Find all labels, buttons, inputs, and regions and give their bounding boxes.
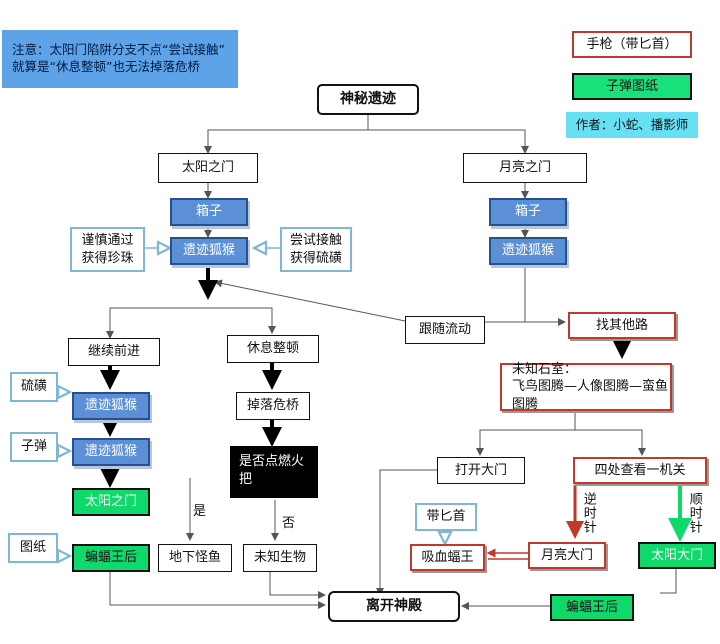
- counterclockwise-label: 逆时针: [580, 491, 596, 534]
- try-touch-node[interactable]: 尝试接触 获得硫磺: [280, 227, 352, 272]
- moon-gate-node[interactable]: 月亮之门: [463, 153, 587, 183]
- bat-queen-right-node[interactable]: 蝙蝠王后: [550, 594, 634, 621]
- dagger-node[interactable]: 带匕首: [415, 503, 477, 531]
- underground-fish-node[interactable]: 地下怪鱼: [158, 544, 232, 572]
- sun-gate-small-node[interactable]: 太阳之门: [72, 488, 150, 516]
- fox-continue-2-node[interactable]: 遗迹狐猴: [72, 438, 150, 466]
- unknown-creature-node[interactable]: 未知生物: [243, 544, 317, 572]
- note-line-2: 就算是“休息整顿”也无法掉落危桥: [12, 59, 200, 74]
- follow-flow-node[interactable]: 跟随流动: [405, 316, 485, 344]
- title-node[interactable]: 神秘遗迹: [317, 84, 419, 115]
- moon-gate-small-node[interactable]: 月亮大门: [528, 542, 606, 569]
- box-right-node[interactable]: 箱子: [489, 198, 567, 226]
- sun-gate-node[interactable]: 太阳之门: [158, 153, 258, 183]
- bullet-node[interactable]: 子弹: [10, 432, 58, 462]
- blueprint-node[interactable]: 图纸: [8, 533, 58, 563]
- note-line-1: 注意：太阳门陷阱分支不点“尝试接触”: [12, 42, 225, 58]
- legend-bullet-blueprint: 子弹图纸: [572, 73, 692, 100]
- fall-bridge-node[interactable]: 掉落危桥: [236, 392, 310, 420]
- sulfur-node[interactable]: 硫磺: [10, 372, 58, 402]
- check-mechanism-node[interactable]: 四处查看一机关: [573, 457, 707, 484]
- clockwise-label: 顺时针: [686, 491, 702, 534]
- fox-continue-1-node[interactable]: 遗迹狐猴: [72, 392, 150, 420]
- note-box: 注意：太阳门陷阱分支不点“尝试接触” 就算是“休息整顿”也无法掉落危桥: [2, 30, 238, 88]
- other-way-node[interactable]: 找其他路: [568, 312, 676, 339]
- vampire-bat-king-node[interactable]: 吸血蝠王: [410, 544, 485, 571]
- continue-node[interactable]: 继续前进: [68, 338, 160, 366]
- rest-node[interactable]: 休息整顿: [227, 335, 319, 363]
- fox-left-node[interactable]: 遗迹狐猴: [170, 237, 248, 265]
- bat-queen-left-node[interactable]: 蝙蝠王后: [72, 544, 150, 572]
- fox-right-node[interactable]: 遗迹狐猴: [489, 237, 567, 265]
- careful-pass-node[interactable]: 谨慎通过 获得珍珠: [70, 227, 145, 272]
- fire-question-node[interactable]: 是否点燃火 把: [230, 446, 318, 498]
- leave-temple-node[interactable]: 离开神殿: [328, 591, 460, 622]
- sun-gate-right-node[interactable]: 太阳大门: [638, 542, 716, 569]
- no-label: 否: [282, 516, 296, 531]
- box-left-node[interactable]: 箱子: [170, 198, 248, 226]
- author-credit: 作者：小蛇、播影师: [566, 112, 698, 138]
- open-gate-node[interactable]: 打开大门: [437, 457, 525, 484]
- legend-pistol: 手枪（带匕首）: [572, 31, 692, 58]
- yes-label: 是: [193, 504, 207, 519]
- stone-room-node[interactable]: 未知石室： 飞鸟图腾—人像图腾—蛮鱼图腾: [500, 362, 672, 412]
